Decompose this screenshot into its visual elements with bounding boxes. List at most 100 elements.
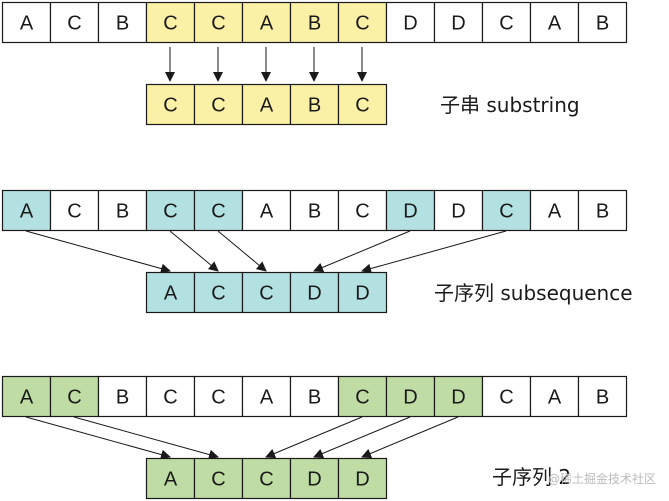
- source-cell: B: [289, 1, 340, 44]
- source-cell: A: [529, 189, 580, 232]
- cell-box: [577, 1, 628, 44]
- cell-letter: D: [403, 13, 417, 35]
- cell-letter: C: [499, 13, 513, 35]
- source-cell: C: [481, 189, 532, 232]
- source-cell: D: [385, 189, 436, 232]
- cell-letter: C: [211, 387, 225, 409]
- mapping-arrow: [265, 416, 363, 459]
- cell-letter: A: [548, 13, 562, 35]
- cell-letter: A: [260, 95, 274, 117]
- source-cell: B: [97, 189, 148, 232]
- cell-letter: D: [403, 201, 417, 223]
- cell-box: [145, 271, 196, 314]
- cell-letter: C: [499, 387, 513, 409]
- source-cell: C: [481, 375, 532, 418]
- cell-box: [241, 375, 292, 418]
- cell-box: [289, 189, 340, 232]
- panel-caption: 子序列 subsequence: [434, 281, 633, 305]
- cell-letter: B: [116, 387, 129, 409]
- cell-letter: D: [451, 201, 465, 223]
- source-cell: A: [1, 375, 52, 418]
- cell-box: [97, 189, 148, 232]
- cell-letter: A: [20, 387, 34, 409]
- cell-letter: C: [211, 95, 225, 117]
- cell-box: [145, 457, 196, 500]
- cell-box: [289, 375, 340, 418]
- mapping-arrow: [217, 230, 267, 272]
- cell-letter: C: [355, 13, 369, 35]
- cell-box: [433, 1, 484, 44]
- cell-letter: C: [211, 283, 225, 305]
- source-cell: A: [241, 375, 292, 418]
- cell-letter: D: [451, 387, 465, 409]
- cell-box: [529, 1, 580, 44]
- cell-box: [337, 1, 388, 44]
- source-cell: C: [337, 375, 388, 418]
- cell-box: [529, 189, 580, 232]
- cell-box: [481, 375, 532, 418]
- cell-box: [289, 1, 340, 44]
- source-cell: B: [577, 1, 628, 44]
- result-cell: C: [241, 271, 292, 314]
- source-cell: D: [433, 375, 484, 418]
- source-cell: B: [289, 375, 340, 418]
- cell-letter: A: [260, 387, 274, 409]
- cell-letter: C: [163, 201, 177, 223]
- mapping-arrows: [25, 230, 507, 274]
- cell-box: [433, 189, 484, 232]
- result-cell: D: [337, 457, 388, 500]
- source-cell: C: [193, 189, 244, 232]
- source-cell: C: [337, 189, 388, 232]
- result-cell: C: [145, 83, 196, 126]
- cell-box: [289, 271, 340, 314]
- cell-letter: A: [20, 13, 34, 35]
- mapping-arrow: [73, 416, 219, 460]
- cell-box: [241, 83, 292, 126]
- cell-box: [337, 189, 388, 232]
- cell-box: [289, 457, 340, 500]
- cell-letter: B: [596, 387, 609, 409]
- result-cell: D: [337, 271, 388, 314]
- source-cell: B: [97, 375, 148, 418]
- source-cell: B: [289, 189, 340, 232]
- cell-box: [193, 189, 244, 232]
- cell-box: [385, 1, 436, 44]
- source-cell: C: [337, 1, 388, 44]
- cell-box: [193, 83, 244, 126]
- source-cell: C: [49, 1, 100, 44]
- result-cell: C: [193, 83, 244, 126]
- cell-box: [577, 375, 628, 418]
- cell-letter: C: [163, 387, 177, 409]
- result-cell: D: [289, 271, 340, 314]
- cell-box: [97, 1, 148, 44]
- cell-letter: A: [548, 201, 562, 223]
- cell-box: [241, 271, 292, 314]
- source-cell: D: [433, 1, 484, 44]
- cell-letter: C: [163, 95, 177, 117]
- source-cell: C: [193, 1, 244, 44]
- cell-box: [241, 1, 292, 44]
- cell-letter: D: [307, 283, 321, 305]
- cell-box: [337, 375, 388, 418]
- mapping-arrows: [25, 416, 459, 460]
- cell-letter: B: [308, 387, 321, 409]
- result-cell: A: [145, 457, 196, 500]
- source-cell: C: [145, 1, 196, 44]
- cell-letter: B: [116, 201, 129, 223]
- cell-letter: A: [164, 283, 178, 305]
- result-cell: C: [193, 457, 244, 500]
- cell-letter: A: [548, 387, 562, 409]
- cell-box: [337, 457, 388, 500]
- source-cell: C: [145, 189, 196, 232]
- cell-letter: C: [211, 469, 225, 491]
- source-cell: C: [481, 1, 532, 44]
- cell-letter: D: [451, 13, 465, 35]
- cell-letter: D: [403, 387, 417, 409]
